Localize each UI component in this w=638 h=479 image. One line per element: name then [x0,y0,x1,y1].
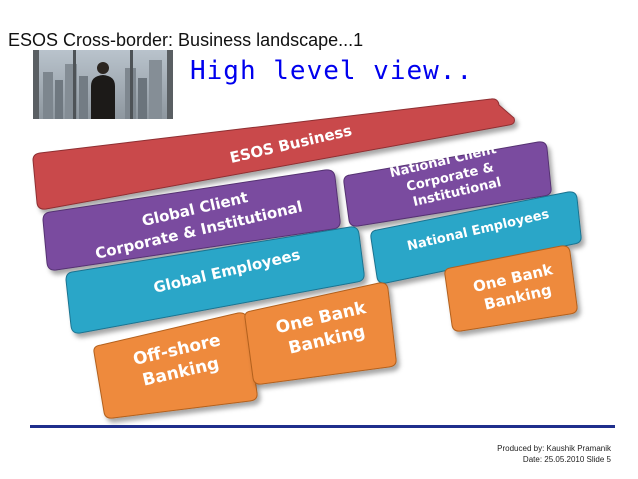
one-bank-banking-left-block [244,282,397,385]
footer-date-slide: Date: 25.05.2010 Slide 5 [522,455,611,464]
businessman-skyline-photo [33,50,173,119]
slide-title: ESOS Cross-border: Business landscape...… [8,30,364,50]
national-client-block [343,141,552,227]
global-client-block [42,169,341,271]
slide-subtitle: High level view.. [190,56,474,86]
footer-produced-by: Produced by: Kaushik Pramanik [497,444,611,453]
national-employees-block [370,191,582,284]
esos-business-block [32,98,515,210]
global-employees-block [65,226,365,334]
footer: Produced by: Kaushik Pramanik Date: 25.0… [497,443,611,465]
footer-divider [30,425,615,428]
one-bank-banking-right-block [444,245,578,332]
